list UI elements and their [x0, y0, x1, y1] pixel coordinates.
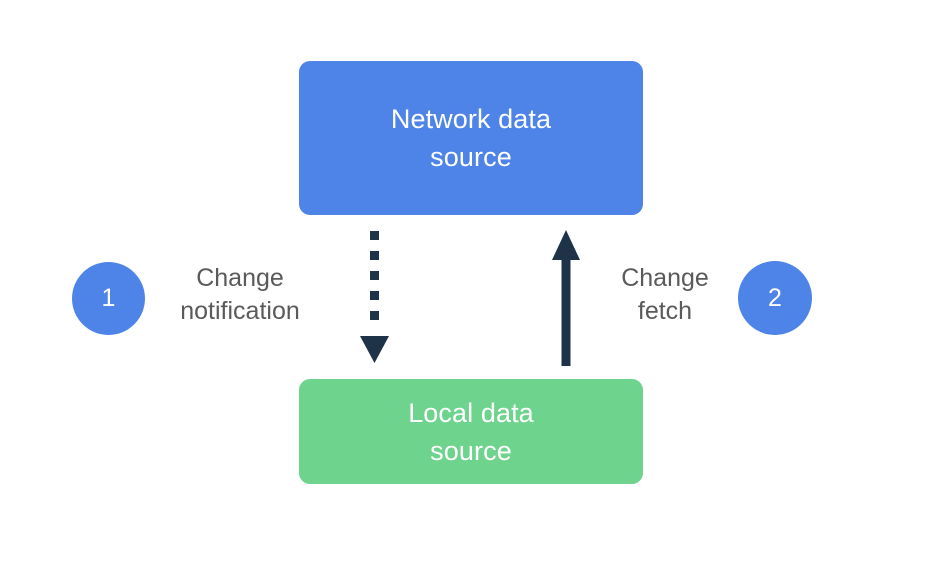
node-network-data-source-label: Network data source	[390, 104, 552, 172]
node-local-data-source[interactable]: Local data source	[299, 379, 643, 484]
edge-label-change-notification: Change notification	[180, 264, 300, 325]
step-badge-1[interactable]: 1	[72, 262, 145, 335]
node-network-data-source[interactable]: Network data source	[299, 61, 643, 215]
step-badge-2[interactable]: 2	[738, 261, 812, 335]
node-local-data-source-label: Local data source	[408, 397, 534, 466]
step-badge-2-number: 2	[768, 283, 782, 312]
step-badge-1-number: 1	[101, 284, 116, 312]
edge-label-change-fetch: Change fetch	[621, 264, 709, 325]
dotted-down-arrow-icon	[360, 231, 389, 363]
solid-up-arrow-icon	[552, 230, 580, 366]
